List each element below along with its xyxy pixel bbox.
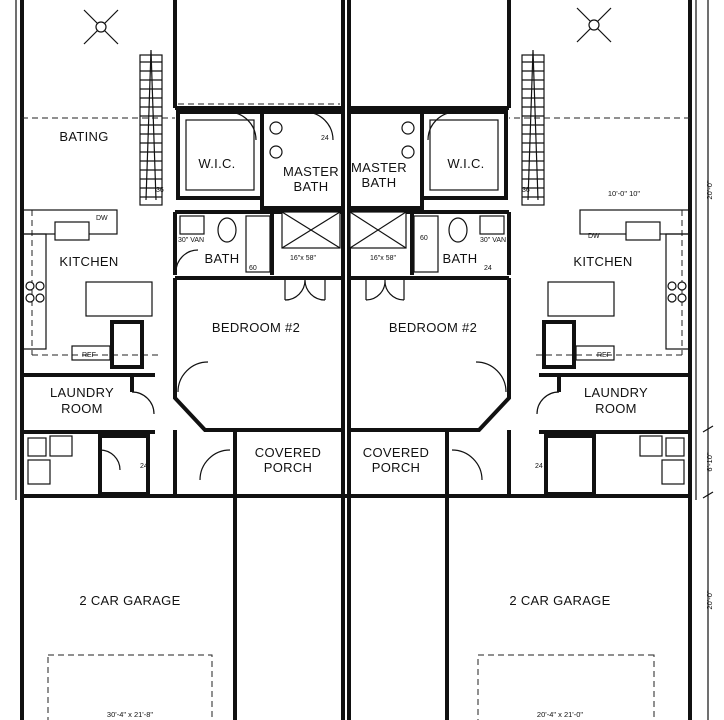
bedroom-label-right: BEDROOM #2 bbox=[389, 320, 477, 335]
master-bath-label-right-2: BATH bbox=[362, 175, 397, 190]
left-unit bbox=[21, 0, 345, 720]
porch-label-left-2: PORCH bbox=[264, 460, 312, 475]
small-label-right-5: 16"x 58" bbox=[370, 255, 397, 262]
porch-label-right-2: PORCH bbox=[372, 460, 420, 475]
north-arrow-right-icon bbox=[576, 7, 612, 43]
kitchen-label-right: KITCHEN bbox=[573, 254, 632, 269]
stair-left bbox=[139, 49, 163, 206]
side-dim-mid: 6'-10" bbox=[705, 452, 714, 471]
laundry-label-left-1: LAUNDRY bbox=[50, 385, 114, 400]
small-label-right-6: 24 bbox=[535, 463, 543, 470]
north-arrow-left-icon bbox=[83, 9, 119, 45]
small-label-right-7: 24 bbox=[484, 265, 492, 272]
porch-label-right-1: COVERED bbox=[363, 445, 429, 460]
small-label-left-5: 16"x 58" bbox=[290, 255, 317, 262]
bedroom-label-left: BEDROOM #2 bbox=[212, 320, 300, 335]
garage-dim-right: 20'-4" x 21'-0" bbox=[537, 710, 583, 719]
small-label-left-3: 30" VAN bbox=[178, 237, 204, 244]
master-bath-label-right-1: MASTER bbox=[351, 160, 407, 175]
kitchen-label-left: KITCHEN bbox=[59, 254, 118, 269]
laundry-label-right-1: LAUNDRY bbox=[584, 385, 648, 400]
small-label-right-2: REF bbox=[597, 352, 611, 359]
small-label-left-1: DW bbox=[96, 215, 108, 222]
porch-label-left-1: COVERED bbox=[255, 445, 321, 460]
small-label-right-1: DW bbox=[588, 233, 600, 240]
small-label-right-4: 60 bbox=[420, 235, 428, 242]
eating-label: BATING bbox=[59, 129, 108, 144]
bath-label-left: BATH bbox=[205, 251, 240, 266]
kitchen-width-dim: 10'-0" 10" bbox=[608, 189, 641, 198]
bath-label-right: BATH bbox=[443, 251, 478, 266]
garage-label-left: 2 CAR GARAGE bbox=[79, 593, 180, 608]
laundry-label-left-2: ROOM bbox=[61, 401, 103, 416]
laundry-label-right-2: ROOM bbox=[595, 401, 637, 416]
small-label-left-2: REF bbox=[82, 352, 96, 359]
right-unit bbox=[347, 0, 691, 720]
side-dim-top: 20'-0" bbox=[705, 180, 714, 199]
side-dimension-line bbox=[702, 0, 714, 720]
small-label-left-6: 24 bbox=[140, 463, 148, 470]
master-bath-label-left-1: MASTER bbox=[283, 164, 339, 179]
garage-label-right: 2 CAR GARAGE bbox=[509, 593, 610, 608]
small-label-left-4: 60 bbox=[249, 265, 257, 272]
garage-dim-left: 30'-4" x 21'-8" bbox=[107, 710, 153, 719]
small-label-left-7: 24 bbox=[321, 135, 329, 142]
wic-label-left: W.I.C. bbox=[198, 156, 235, 171]
small-label-right-3: 30" VAN bbox=[480, 237, 506, 244]
side-dim-bottom: 20'-0" bbox=[705, 590, 714, 609]
master-bath-label-left-2: BATH bbox=[294, 179, 329, 194]
wic-label-right: W.I.C. bbox=[447, 156, 484, 171]
small-label-left-0: 36 bbox=[156, 187, 164, 194]
small-label-right-0: 36 bbox=[522, 187, 530, 194]
